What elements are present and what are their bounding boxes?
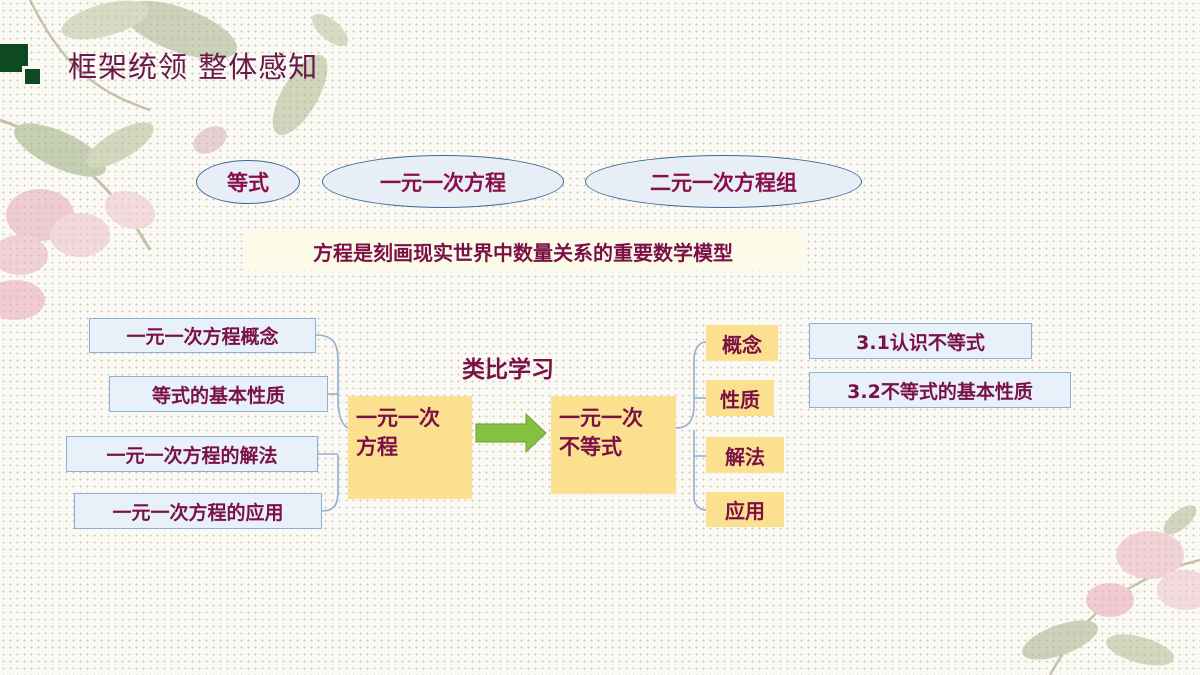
left-topic-label: 一元一次方程概念 (126, 326, 279, 348)
left-topic-label: 一元一次方程的解法 (106, 444, 278, 467)
concept-oval-linear-equation: 一元一次方程 (322, 155, 564, 208)
left-topic-solution: 一元一次方程的解法 (66, 436, 318, 472)
left-topic-properties: 等式的基本性质 (109, 376, 328, 412)
right-arrow-icon (475, 412, 547, 454)
title-marker-icon (0, 44, 40, 84)
left-topic-concept: 一元一次方程概念 (89, 318, 316, 353)
target-box-line2: 不等式 (559, 435, 622, 459)
concept-oval-label: 等式 (227, 171, 269, 195)
left-topic-application: 一元一次方程的应用 (74, 493, 322, 529)
right-topic-properties: 性质 (706, 380, 774, 416)
section-label: 3.1认识不等式 (856, 331, 985, 354)
right-topic-label: 应用 (725, 499, 765, 523)
target-box-linear-inequality: 一元一次 不等式 (551, 396, 676, 494)
right-topic-solution: 解法 (706, 437, 784, 473)
section-label: 3.2不等式的基本性质 (847, 380, 1033, 403)
section-box-3-2: 3.2不等式的基本性质 (809, 372, 1071, 408)
target-box-line1: 一元一次 (559, 406, 643, 430)
source-box-line1: 一元一次 (356, 406, 440, 430)
section-box-3-1: 3.1认识不等式 (809, 323, 1032, 359)
analogy-label: 类比学习 (462, 357, 554, 383)
concept-oval-equation-system: 二元一次方程组 (585, 155, 862, 208)
source-box-linear-equation: 一元一次 方程 (348, 396, 472, 499)
right-topic-application: 应用 (706, 492, 784, 527)
left-topic-label: 一元一次方程的应用 (112, 501, 284, 524)
page-title: 框架统领 整体感知 (68, 50, 319, 84)
left-topic-label: 等式的基本性质 (151, 384, 285, 407)
source-box-line2: 方程 (356, 435, 398, 459)
right-topic-label: 性质 (720, 387, 760, 412)
core-statement: 方程是刻画现实世界中数量关系的重要数学模型 (243, 232, 803, 270)
concept-oval-label: 一元一次方程 (380, 170, 506, 195)
right-topic-concept: 概念 (706, 325, 778, 361)
concept-oval-equality: 等式 (196, 160, 300, 204)
concept-oval-label: 二元一次方程组 (650, 170, 797, 195)
right-topic-label: 解法 (725, 444, 765, 469)
right-topic-label: 概念 (722, 332, 762, 357)
